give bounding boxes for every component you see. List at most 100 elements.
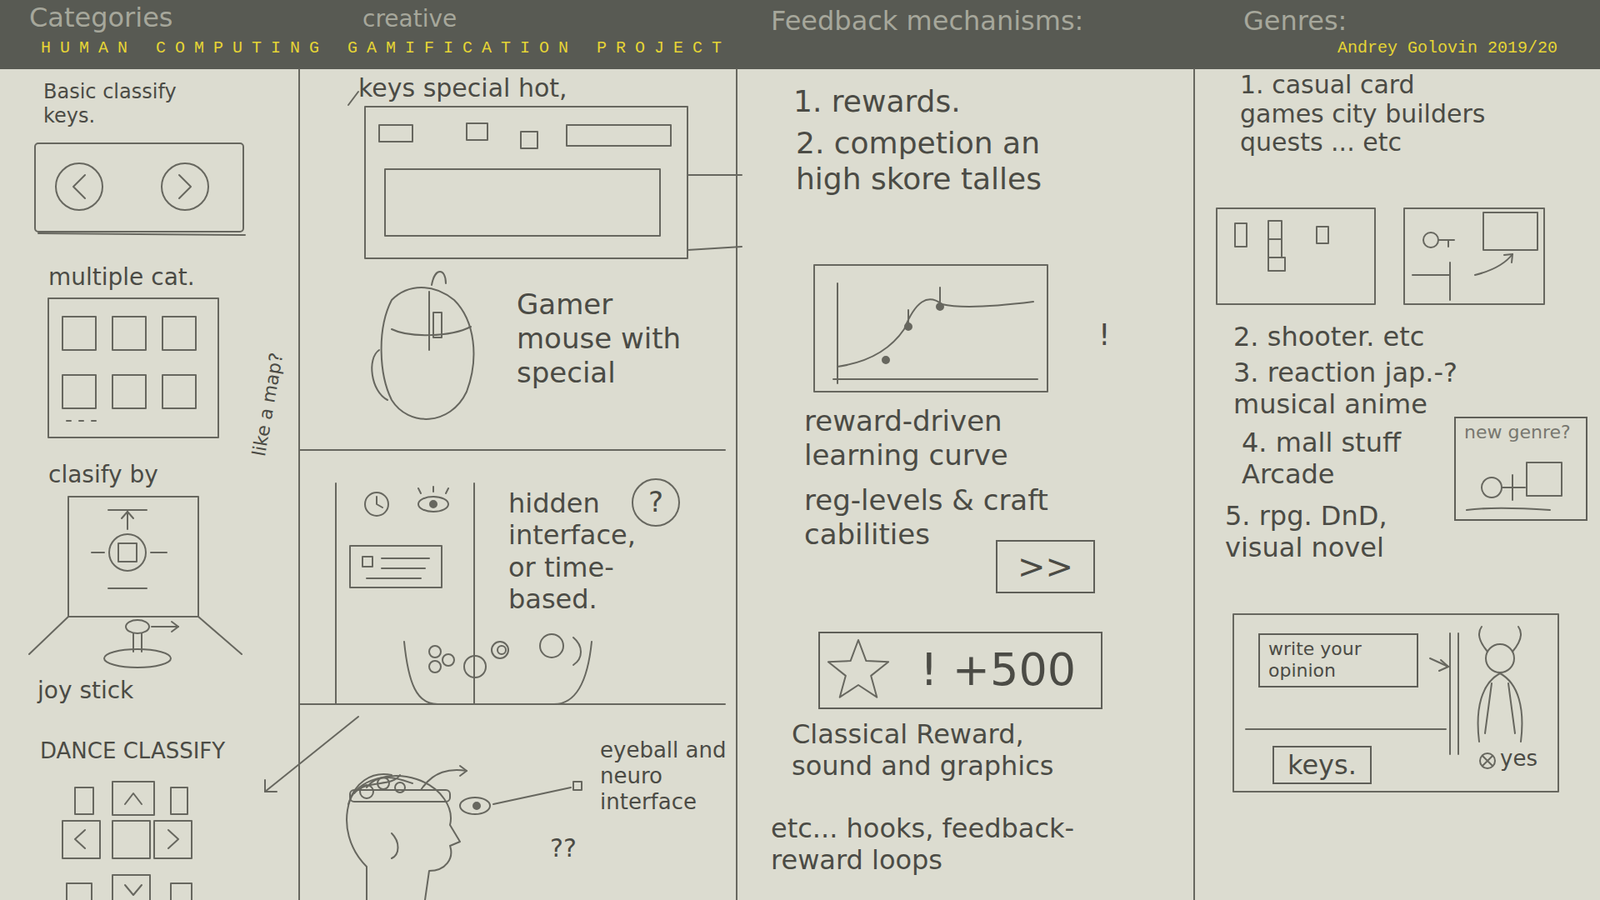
column-divider [299, 703, 725, 705]
project-title: HUMAN COMPUTING GAMIFICATION PROJECT [40, 38, 731, 58]
visual-novel-sketch [1508, 683, 1515, 734]
side-note: like a map? [248, 350, 289, 458]
list-item: 1. rewards. [793, 83, 961, 120]
gamepad-sketch [573, 637, 581, 665]
dance-pad-sketch [154, 820, 192, 859]
genre-thumbnails [1216, 208, 1545, 305]
dance-pad-sketch [66, 883, 92, 900]
visual-novel-sketch [1233, 614, 1559, 792]
gamepad-sketch [404, 641, 438, 705]
column-heading: Categories [29, 1, 173, 34]
reward-star [828, 640, 889, 698]
neuro-head-sketch [346, 775, 460, 900]
keyboard-sketch [385, 169, 660, 236]
neuro-head-sketch [360, 785, 374, 799]
column-heading: Feedback mechanisms: [770, 5, 1084, 37]
hidden-interface-sketch [362, 556, 373, 567]
dance-pad-sketch [265, 716, 359, 792]
genre-thumbnails [1412, 274, 1450, 276]
neuro-head-sketch [395, 782, 405, 793]
genre-thumbnails [1268, 257, 1285, 271]
sketch-note: Gamer mouse with special [516, 287, 700, 390]
list-item: 2. competion an high skore talles [795, 125, 1096, 197]
joystick-sketch [150, 551, 167, 554]
arrow-keys-sketch [73, 175, 85, 199]
keyboard-sketch [520, 131, 538, 149]
dance-pad-sketch [170, 787, 188, 815]
category-grid-sketch [62, 375, 96, 409]
category-grid-sketch [112, 316, 146, 350]
genre-thumbnails [1483, 212, 1538, 250]
list-item: 2. shooter. etc [1233, 320, 1425, 353]
dance-pad-sketch [75, 830, 85, 849]
hidden-interface-sketch [365, 492, 389, 516]
category-grid-sketch [91, 420, 96, 422]
button-box: >> [995, 540, 1095, 594]
dance-pad-sketch [75, 787, 94, 815]
box-text: write your opinion [1268, 638, 1409, 683]
sketch-note: keys special hot, [358, 73, 568, 104]
neuro-head-sketch [350, 790, 450, 802]
column-divider [299, 69, 1195, 900]
hidden-interface-sketch [376, 496, 383, 508]
header-bar [0, 0, 1600, 70]
gamer-mouse-sketch [433, 312, 442, 338]
dance-pad-sketch [170, 883, 192, 900]
box-text: keys. [1287, 749, 1357, 781]
joystick-sketch [171, 621, 179, 632]
sketch-note: Basic classify keys. [43, 80, 219, 129]
joystick-sketch [121, 511, 134, 519]
gamepad-sketch [429, 660, 441, 673]
hidden-interface-sketch [445, 488, 449, 494]
gamepad-sketch [491, 641, 509, 659]
neuro-head-sketch [460, 797, 490, 815]
joystick-sketch [108, 509, 147, 511]
sketch-note: hidden interface, or time-based. [508, 487, 667, 616]
gamepad-sketch [497, 645, 506, 655]
joystick-sketch [29, 496, 242, 668]
list-item: 1. casual card games city builders quest… [1240, 70, 1490, 158]
visual-novel-sketch [1245, 728, 1446, 730]
genre-thumbnails [1216, 208, 1375, 305]
question-mark: ? [648, 485, 664, 520]
genre-thumbnails [1235, 223, 1247, 247]
neuro-head-sketch [420, 770, 467, 790]
joystick-sketch [104, 649, 171, 668]
visual-novel-sketch [1480, 753, 1495, 769]
dance-pad-sketch [125, 793, 142, 805]
joystick-sketch [109, 534, 146, 571]
keyboard-sketch [466, 123, 488, 140]
hidden-interface-sketch [350, 545, 442, 588]
neuro-head-sketch [493, 787, 571, 805]
category-grid-sketch [79, 420, 84, 422]
new-genre-sketch [1466, 508, 1550, 510]
genre-thumbnails [1449, 262, 1451, 300]
genre-thumbnails [1404, 208, 1545, 305]
joystick-sketch [108, 587, 147, 590]
list-item: 4. mall stuff Arcade [1241, 426, 1425, 491]
author-year: Andrey Golovin 2019/20 [1337, 38, 1558, 59]
joystick-sketch [29, 616, 69, 655]
genre-thumbnails [1268, 220, 1282, 240]
dance-pad-sketch [112, 875, 150, 900]
genre-thumbnails [1504, 254, 1513, 263]
dance-pad-sketch [125, 885, 142, 895]
learning-curve-chart [837, 299, 1034, 367]
keyboard-sketch [687, 246, 742, 250]
category-grid-sketch [48, 298, 219, 438]
gamer-mouse-sketch [428, 291, 430, 350]
column-divider [1193, 69, 1195, 900]
sketch-note: Classical Reward, sound and graphics [791, 718, 1092, 783]
gamer-mouse-sketch [431, 271, 446, 285]
box-text: new genre? [1464, 421, 1578, 444]
reward-box: ! +500 [818, 631, 1103, 710]
dance-pad-sketch [112, 781, 155, 815]
hidden-interface-sketch [430, 500, 437, 508]
hidden-interface-sketch [381, 567, 425, 570]
visual-novel-sketch [1457, 633, 1460, 755]
gamer-mouse-sketch [371, 350, 388, 400]
gamepad-sketch [442, 654, 455, 666]
visual-novel-sketch [1439, 660, 1449, 671]
genre-thumbnails [1268, 239, 1282, 258]
new-genre-sketch [1511, 475, 1514, 500]
